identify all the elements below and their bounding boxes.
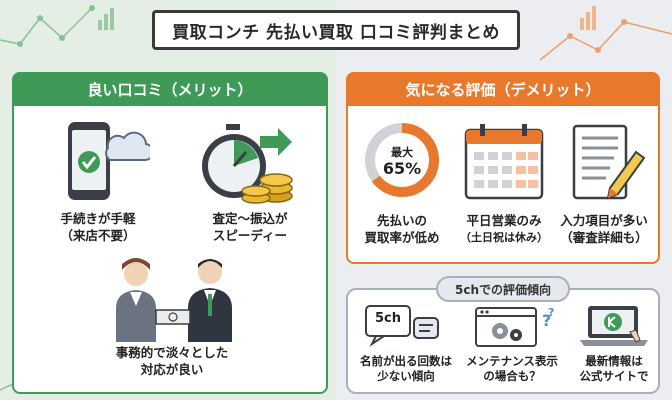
chat-bubbles-icon xyxy=(365,305,439,347)
maintenance-window-icon: ? ? xyxy=(475,306,554,347)
good-item-1-caption: 手続きが手軽 （来店不要） xyxy=(38,210,158,244)
fivech-item-3-line1: 最新情報は xyxy=(585,354,643,368)
page-title: 買取コンチ 先払い買取 口コミ評判まとめ xyxy=(152,10,520,50)
bad-item-1-caption: 先払いの 買取率が低め xyxy=(352,212,452,246)
bad-reviews-header: 気になる評価（デメリット） xyxy=(346,72,660,106)
fivech-item-2-line2: の場合も？ xyxy=(483,369,541,383)
bad-item-2-line1: 平日営業のみ xyxy=(466,213,542,228)
form-pencil-icon xyxy=(572,124,646,200)
bad-item-3-caption: 入力項目が多い （審査詳細も） xyxy=(550,212,658,246)
good-item-3-line2: 対応が良い xyxy=(140,362,204,377)
bad-item-3-line1: 入力項目が多い xyxy=(560,213,648,228)
good-item-2-caption: 査定〜振込が スピーディー xyxy=(190,210,310,244)
good-item-2-line1: 査定〜振込が xyxy=(212,211,288,226)
staff-handing-money-icon xyxy=(116,258,232,342)
decor-network-right-icon xyxy=(540,6,672,61)
calendar-icon xyxy=(464,124,544,200)
good-reviews-panel: 良い口コミ（メリット） xyxy=(12,72,328,394)
bad-item-1-line2: 買取率が低め xyxy=(364,230,440,245)
fivech-item-3-line2: 公式サイトで xyxy=(579,369,649,383)
gauge-value: 65% xyxy=(382,159,422,178)
donut-gauge-icon xyxy=(365,123,439,197)
good-item-2-line2: スピーディー xyxy=(212,228,288,243)
fivech-item-1-caption: 名前が出る回数は 少ない傾向 xyxy=(356,354,456,384)
bad-item-1-line1: 先払いの xyxy=(376,213,427,228)
fivech-bubble-text: 5ch xyxy=(374,311,401,326)
fivech-item-2-line1: メンテナンス表示 xyxy=(466,354,558,368)
smartphone-check-icon xyxy=(68,122,150,200)
fivech-item-1-line2: 少ない傾向 xyxy=(377,369,435,383)
good-item-3-line1: 事務的で淡々とした xyxy=(115,345,229,360)
fivech-item-3-caption: 最新情報は 公式サイトで xyxy=(566,354,662,384)
good-item-1-line1: 手続きが手軽 xyxy=(60,211,136,226)
fivech-item-2-caption: メンテナンス表示 の場合も？ xyxy=(460,354,564,384)
fivech-item-1-line1: 名前が出る回数は xyxy=(360,354,452,368)
gauge-label-top: 最大 xyxy=(391,146,413,159)
good-reviews-header: 良い口コミ（メリット） xyxy=(12,72,328,106)
bad-item-3-line2: （審査詳細も） xyxy=(560,230,648,245)
bad-item-2-caption: 平日営業のみ （土日祝は休み） xyxy=(450,212,558,246)
svg-text:?: ? xyxy=(548,306,554,319)
good-item-1-line2: （来店不要） xyxy=(60,228,136,243)
stopwatch-coins-icon xyxy=(202,124,293,204)
fivech-header: 5chでの評価傾向 xyxy=(436,276,570,302)
bad-item-2-line2: （土日祝は休み） xyxy=(460,231,548,244)
laptop-logo-icon xyxy=(580,306,648,346)
svg-text:?: ? xyxy=(542,311,551,330)
good-item-3-caption: 事務的で淡々とした 対応が良い xyxy=(92,344,252,378)
decor-network-left-icon xyxy=(0,5,114,47)
